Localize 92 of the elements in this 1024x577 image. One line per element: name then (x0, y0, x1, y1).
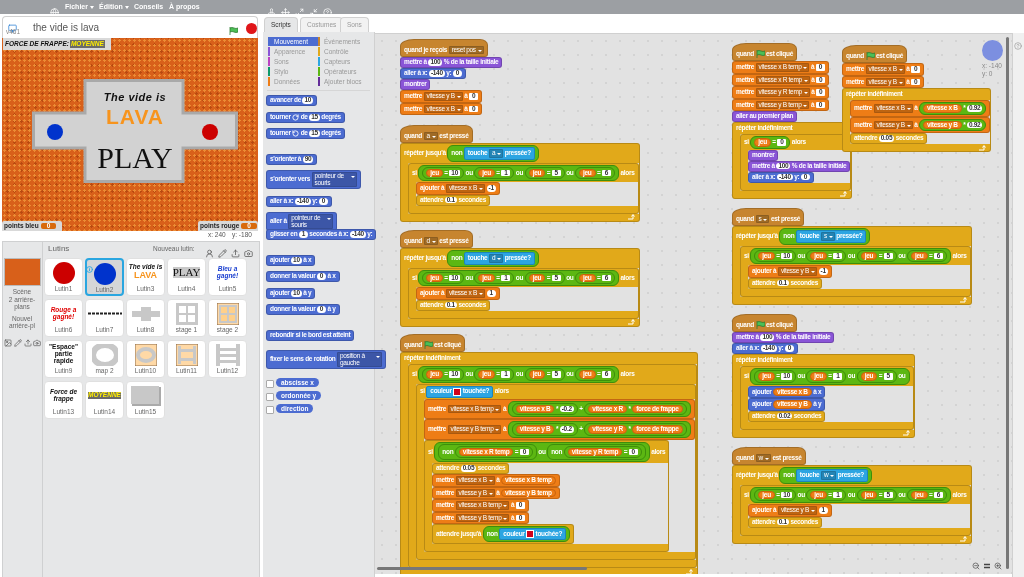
data-block (424, 419, 695, 440)
looks-block (748, 149, 779, 161)
sprite-thumbnail (208, 299, 247, 337)
data-block (732, 86, 830, 99)
loop-block (732, 354, 915, 438)
event-hat-block (400, 125, 473, 143)
if-block (740, 245, 971, 297)
stage-thumbnail (3, 258, 41, 311)
motion-block (748, 385, 826, 398)
if-block (740, 366, 914, 430)
loop-block (842, 88, 992, 152)
if-block (408, 162, 639, 214)
sprite-thumbnail (85, 381, 124, 419)
data-block (416, 182, 500, 195)
loop-block (400, 248, 640, 327)
control-block (416, 299, 490, 311)
sprite-thumbnail (126, 340, 165, 378)
if-block (416, 383, 696, 560)
panel-title: Lutins (48, 244, 70, 253)
looks-block (400, 57, 503, 68)
event-hat-block (732, 447, 806, 465)
event-hat-block (400, 39, 488, 57)
if-block (740, 134, 852, 191)
control-block (748, 410, 826, 422)
sprite-thumbnail (44, 340, 83, 378)
if-block (408, 267, 639, 319)
event-hat-block (400, 334, 465, 352)
looks-block (748, 160, 851, 172)
data-block (424, 398, 695, 419)
loop-block (400, 143, 640, 222)
sprite-thumbnail (44, 258, 83, 296)
sprite-thumbnail (126, 299, 165, 337)
project-title: the vide is lava (33, 22, 100, 33)
motion-block (266, 229, 377, 240)
title-text: LAVA (105, 105, 165, 129)
motion-block (266, 95, 318, 106)
sprite-thumbnail (44, 299, 83, 337)
if-block (740, 484, 971, 536)
motion-block (266, 350, 386, 369)
data-block (748, 265, 832, 278)
sprite-thumbnail (126, 381, 165, 419)
sprite-thumbnail (167, 299, 206, 337)
if-block (424, 439, 670, 552)
motion-block (266, 196, 332, 207)
sprite-thumbnail (126, 258, 165, 296)
data-block (400, 90, 483, 103)
motion-block (266, 112, 345, 123)
data-block (432, 499, 529, 512)
data-block (416, 287, 500, 300)
control-block (748, 277, 822, 289)
event-hat-block (732, 43, 797, 61)
thumbnail-text: PLAY (172, 266, 201, 279)
motion-block (266, 304, 340, 315)
motion-block (266, 288, 316, 299)
sprite-thumbnail (167, 258, 206, 296)
data-block (850, 100, 991, 117)
control-block (748, 516, 822, 528)
control-block (432, 524, 575, 544)
sprite-thumbnail (208, 258, 247, 296)
motion-block (748, 171, 814, 183)
event-hat-block (842, 45, 907, 63)
sprite-thumbnail (208, 340, 247, 378)
control-block (416, 194, 490, 206)
motion-block (266, 128, 345, 139)
sprite-thumbnail (85, 258, 124, 296)
thumbnail-text: LAVA (133, 271, 158, 281)
motion-block (266, 255, 316, 266)
data-block (748, 504, 832, 517)
control-block (850, 133, 928, 144)
play-label: PLAY (97, 141, 173, 175)
loop-block (732, 465, 972, 544)
title-text: The vide is (103, 91, 167, 103)
sprite-thumbnail (167, 340, 206, 378)
loop-block (732, 122, 853, 199)
motion-block (266, 154, 318, 165)
motion-block (266, 170, 361, 189)
event-hat-block (400, 230, 473, 248)
event-hat-block (732, 314, 797, 332)
data-block (842, 63, 925, 76)
motion-block (748, 398, 826, 411)
sprite-thumbnail (44, 381, 83, 419)
sprite-thumbnail (85, 299, 124, 337)
motion-block (266, 271, 340, 282)
motion-block (266, 330, 355, 341)
data-block (432, 474, 560, 487)
event-hat-block (732, 208, 805, 226)
sprite-thumbnail (85, 340, 124, 378)
data-block (732, 61, 829, 74)
looks-block (732, 332, 835, 343)
loop-block (732, 226, 972, 305)
motion-block (400, 68, 466, 79)
title-panel (32, 79, 238, 183)
